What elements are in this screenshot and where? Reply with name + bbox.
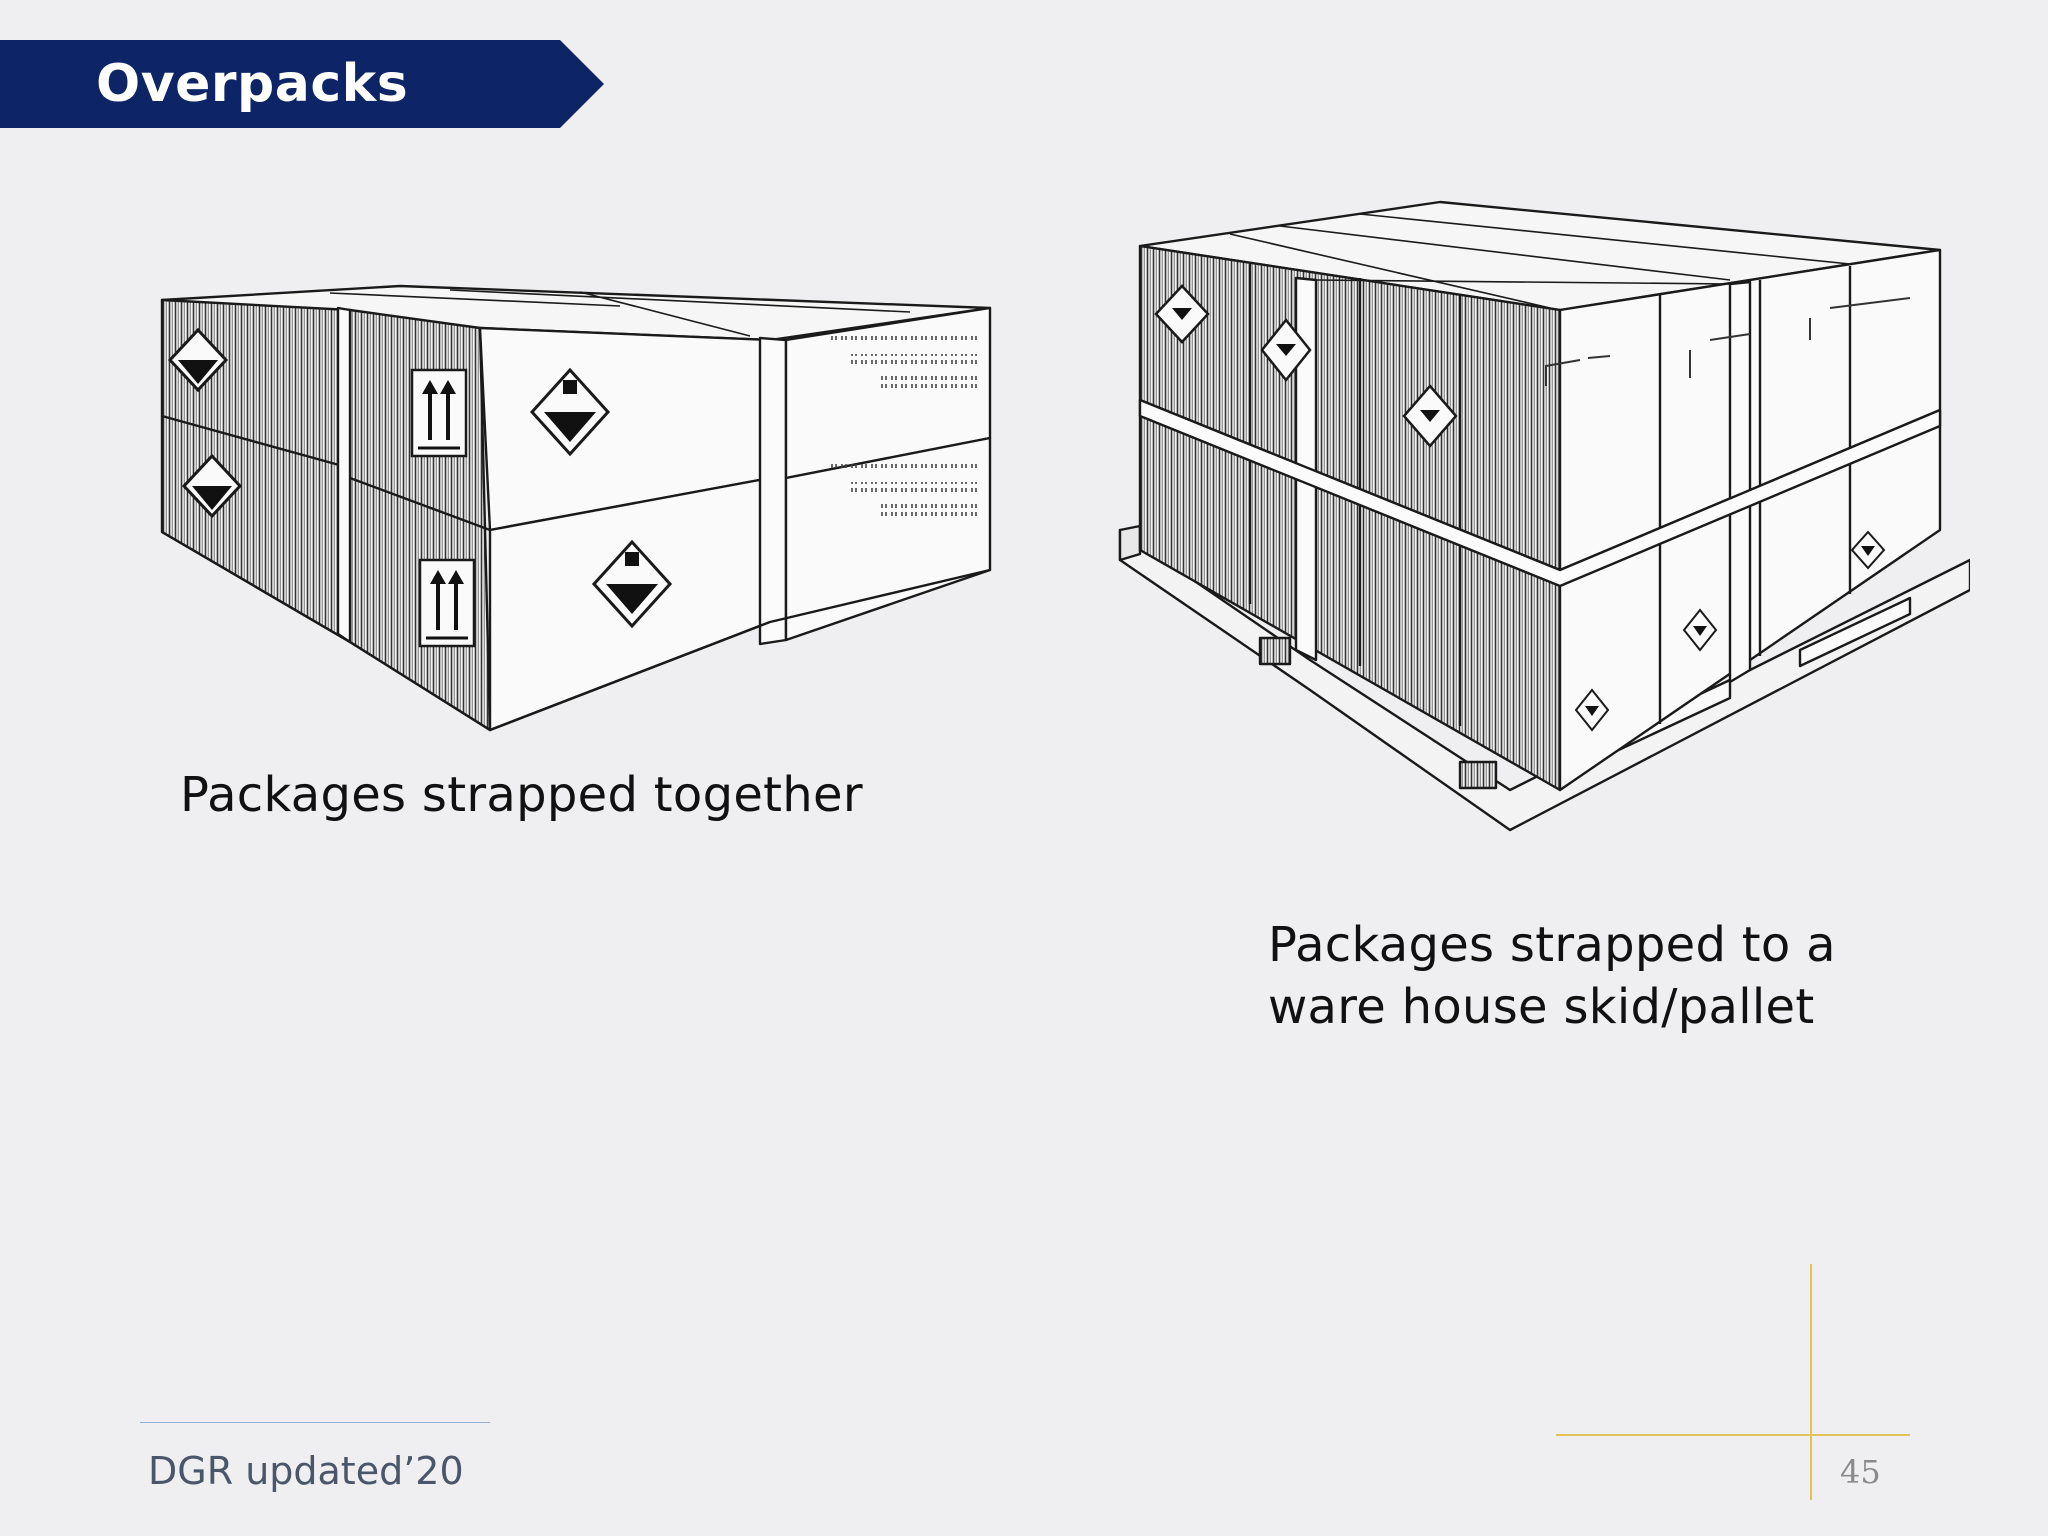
caption-strapped-together: Packages strapped together [180, 767, 863, 823]
decorative-horizontal-line [1556, 1434, 1910, 1436]
hazard-diamond-icon [1402, 384, 1458, 448]
title-banner [0, 40, 604, 128]
hazard-diamond-icon [181, 453, 243, 519]
this-way-up-arrows-icon [410, 368, 468, 458]
boxes-on-pallet-drawing [1118, 200, 1970, 832]
hazard-diamond-icon [1260, 317, 1312, 383]
page-number: 45 [1840, 1453, 1881, 1491]
hazard-diamond-icon [1574, 688, 1610, 732]
this-way-up-arrows-icon [418, 558, 476, 648]
footer-rule [140, 1422, 490, 1423]
hazard-diamond-icon [1850, 530, 1886, 570]
slide-title: Overpacks [96, 54, 409, 114]
footer-label: DGR updated’20 [148, 1449, 464, 1493]
hazard-diamond-icon [1682, 608, 1718, 652]
hazard-diamond-icon [529, 367, 611, 457]
hazard-diamond-icon [167, 327, 229, 393]
boxes-strapped-together-drawing [160, 284, 992, 732]
hazard-diamond-icon [591, 539, 673, 629]
caption-strapped-to-pallet: Packages strapped to a ware house skid/p… [1268, 917, 1836, 1035]
hazard-diamond-icon [1154, 284, 1210, 344]
decorative-vertical-line [1810, 1264, 1812, 1500]
